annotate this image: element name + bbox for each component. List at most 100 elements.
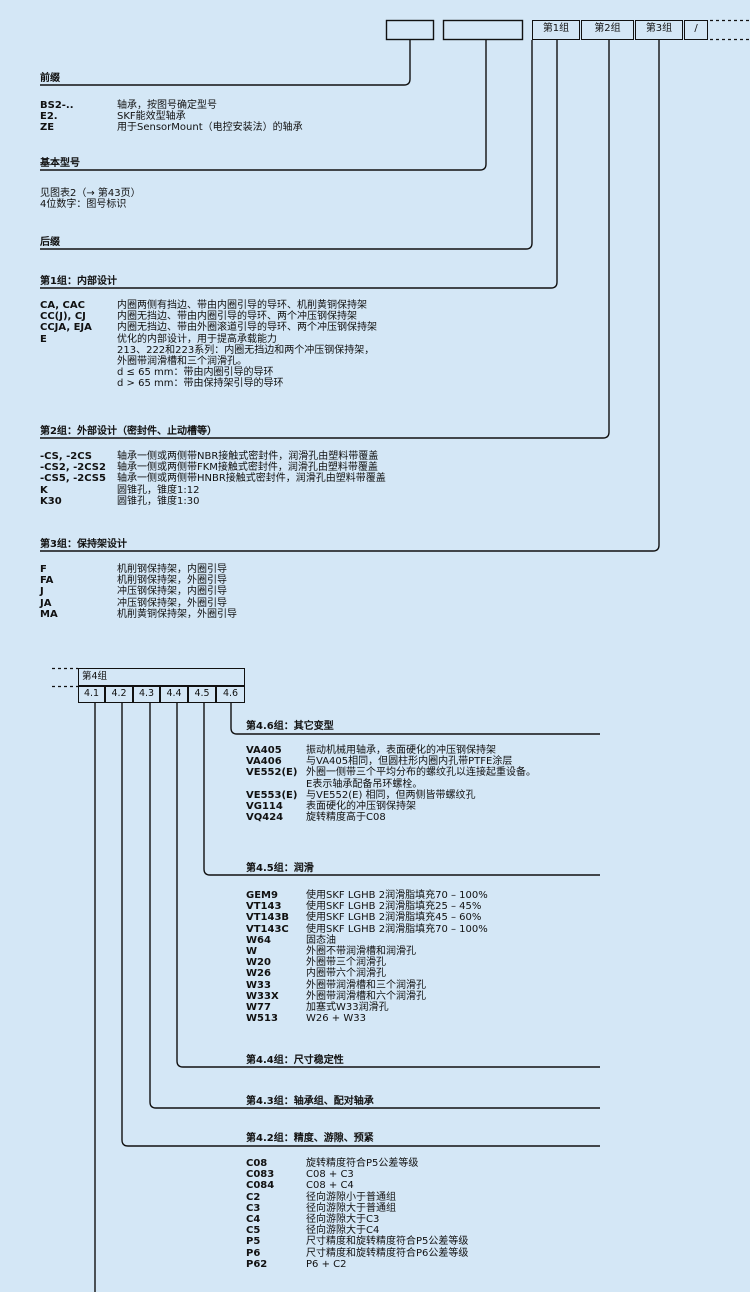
list-item: W33 bbox=[246, 979, 271, 991]
list-item: C08 bbox=[246, 1158, 268, 1169]
list-item: 径向游隙大于普通组 bbox=[306, 1202, 396, 1214]
sub-box-4-3: 4.3 bbox=[133, 686, 160, 703]
group2-box-label: 第2组 bbox=[594, 23, 621, 34]
list-item: 外圈一侧带三个平均分布的螺纹孔以连接起重设备。 bbox=[306, 767, 536, 779]
list-item: 圆锥孔，锥度1:30 bbox=[117, 495, 200, 507]
list-item: 尺寸精度和旋转精度符合P6公差等级 bbox=[306, 1247, 469, 1259]
sub-label: 4.2 bbox=[111, 688, 127, 699]
group1-box: 第1组 bbox=[532, 20, 580, 40]
list-item: -CS, -2CS bbox=[40, 451, 92, 462]
list-item: 优化的内部设计，用于提高承载能力 bbox=[117, 333, 277, 345]
list-item: E表示轴承配备吊环螺栓。 bbox=[306, 778, 423, 790]
group2-codes: -CS, -2CS -CS2, -2CS2 -CS5, -2CS5 K K30 bbox=[40, 451, 106, 507]
list-item: W513 bbox=[246, 1013, 278, 1025]
list-item: E bbox=[40, 333, 47, 345]
list-item: -CS5, -2CS5 bbox=[40, 473, 106, 485]
list-item: VA406 bbox=[246, 756, 282, 768]
list-item: C084 bbox=[246, 1180, 275, 1192]
list-item: 使用SKF LGHB 2润滑脂填充70 – 100% bbox=[306, 890, 488, 901]
list-item: 213、222和223系列：内圈无挡边和两个冲压钢保持架， bbox=[117, 344, 375, 356]
group4-6-descs: 振动机械用轴承，表面硬化的冲压钢保持架 与VA405相同，但圆柱形内圈内孔带PT… bbox=[306, 745, 536, 823]
list-item: 径向游隙大于C4 bbox=[306, 1225, 380, 1237]
sub-box-4-6: 4.6 bbox=[216, 686, 245, 703]
sub-box-4-5: 4.5 bbox=[188, 686, 216, 703]
list-item: 机削钢保持架，外圈引导 bbox=[117, 575, 227, 587]
slash-box: / bbox=[684, 20, 708, 40]
list-item: 轴承一侧或两侧带HNBR接触式密封件，润滑孔由塑料带覆盖 bbox=[117, 473, 386, 485]
list-item: C5 bbox=[246, 1225, 261, 1237]
list-item: K bbox=[40, 484, 48, 496]
prefix-box bbox=[385, 19, 435, 41]
group4-label: 第4组 bbox=[82, 671, 108, 682]
list-item: C2 bbox=[246, 1191, 261, 1203]
list-item: E2. bbox=[40, 111, 58, 123]
list-item: C4 bbox=[246, 1213, 261, 1225]
list-item: BS2-.. bbox=[40, 100, 74, 111]
group2-box: 第2组 bbox=[581, 20, 634, 40]
group4-3-title: 第4.3组：轴承组、配对轴承 bbox=[246, 1096, 374, 1107]
group4-box: 第4组 bbox=[78, 668, 245, 686]
group4-5-title: 第4.5组：润滑 bbox=[246, 863, 314, 874]
group1-title: 第1组：内部设计 bbox=[40, 276, 117, 287]
list-item: 使用SKF LGHB 2润滑脂填充45 – 60% bbox=[306, 912, 482, 924]
list-item: C3 bbox=[246, 1202, 261, 1214]
basic-designation-box bbox=[442, 19, 524, 41]
group4-2-descs: 旋转精度符合P5公差等级 C08 + C3 C08 + C4 径向游隙小于普通组… bbox=[306, 1158, 468, 1270]
list-item: 径向游隙小于普通组 bbox=[306, 1191, 396, 1203]
list-item: VT143C bbox=[246, 923, 289, 935]
group1-descs: 内圈两侧有挡边、带由内圈引导的导环、机削黄铜保持架 内圈无挡边、带由内圈引导的导… bbox=[117, 300, 377, 390]
group4-5-codes: GEM9 VT143 VT143B VT143C W64 W W20 W26 W… bbox=[246, 890, 289, 1024]
sub-label: 4.3 bbox=[138, 688, 155, 699]
list-item bbox=[246, 779, 297, 790]
group3-descs: 机削钢保持架，内圈引导 机削钢保持架，外圈引导 冲压钢保持架，内圈引导 冲压钢保… bbox=[117, 564, 237, 620]
list-item: W33X bbox=[246, 990, 279, 1002]
prefix-codes: BS2-.. E2. ZE bbox=[40, 100, 74, 134]
list-item: VE552(E) bbox=[246, 767, 298, 779]
list-item: 与VE552(E) 相同，但两侧皆带螺纹孔 bbox=[306, 789, 476, 801]
list-item: VT143B bbox=[246, 912, 290, 924]
group4-2-title: 第4.2组：精度、游隙、预紧 bbox=[246, 1133, 374, 1144]
list-item: 使用SKF LGHB 2润滑脂填充70 – 100% bbox=[306, 923, 488, 935]
list-item: VQ424 bbox=[246, 812, 284, 824]
list-item: JA bbox=[40, 597, 52, 609]
sub-label: 4.6 bbox=[222, 688, 239, 699]
list-item: 内圈带六个润滑孔 bbox=[306, 968, 386, 980]
suffix-title: 后缀 bbox=[40, 237, 60, 248]
list-item: 用于SensorMount（电控安装法）的轴承 bbox=[117, 122, 303, 134]
group4-4-title: 第4.4组：尺寸稳定性 bbox=[246, 1055, 344, 1066]
sub-box-4-2: 4.2 bbox=[105, 686, 133, 703]
list-item: P6 + C2 bbox=[306, 1258, 347, 1270]
group4-2-codes: C08 C083 C084 C2 C3 C4 C5 P5 P6 P62 bbox=[246, 1158, 274, 1270]
list-item: 轴承，按图号确定型号 bbox=[117, 100, 217, 111]
list-item: 振动机械用轴承，表面硬化的冲压钢保持架 bbox=[306, 745, 496, 756]
list-item: F bbox=[40, 564, 47, 575]
list-item: VG114 bbox=[246, 800, 283, 812]
group2-descs: 轴承一侧或两侧带NBR接触式密封件，润滑孔由塑料带覆盖 轴承一侧或两侧带FKM接… bbox=[117, 451, 386, 507]
list-item: 圆锥孔，锥度1:12 bbox=[117, 484, 200, 496]
list-item: P5 bbox=[246, 1236, 261, 1248]
list-item: 机削黄铜保持架，外圈引导 bbox=[117, 608, 237, 620]
list-item: 内圈两侧有挡边、带由内圈引导的导环、机削黄铜保持架 bbox=[117, 300, 367, 311]
list-item: 表面硬化的冲压钢保持架 bbox=[306, 800, 416, 812]
list-item: J bbox=[40, 586, 44, 598]
list-item: 冲压钢保持架，内圈引导 bbox=[117, 586, 227, 598]
sub-box-4-4: 4.4 bbox=[160, 686, 188, 703]
list-item: 与VA405相同，但圆柱形内圈内孔带PTFE涂层 bbox=[306, 756, 513, 768]
list-item: 冲压钢保持架，外圈引导 bbox=[117, 597, 227, 609]
list-item: d > 65 mm：带由保持架引导的导环 bbox=[117, 378, 284, 390]
group3-box: 第3组 bbox=[635, 20, 683, 40]
list-item: 旋转精度符合P5公差等级 bbox=[306, 1158, 419, 1169]
group2-title: 第2组：外部设计（密封件、止动槽等） bbox=[40, 426, 217, 437]
list-item: C08 + C4 bbox=[306, 1180, 354, 1192]
prefix-title: 前缀 bbox=[40, 73, 60, 84]
group3-title: 第3组：保持架设计 bbox=[40, 539, 127, 550]
list-item: W26 + W33 bbox=[306, 1013, 366, 1025]
list-item: ZE bbox=[40, 122, 55, 134]
list-item: 内圈无挡边、带由外圈滚道引导的导环、两个冲压钢保持架 bbox=[117, 322, 377, 334]
sub-label: 4.1 bbox=[83, 688, 100, 699]
slash-label: / bbox=[694, 23, 698, 34]
list-item: VA405 bbox=[246, 745, 282, 756]
group4-5-descs: 使用SKF LGHB 2润滑脂填充70 – 100% 使用SKF LGHB 2润… bbox=[306, 890, 488, 1024]
list-item: d ≤ 65 mm：带由内圈引导的导环 bbox=[117, 367, 274, 379]
